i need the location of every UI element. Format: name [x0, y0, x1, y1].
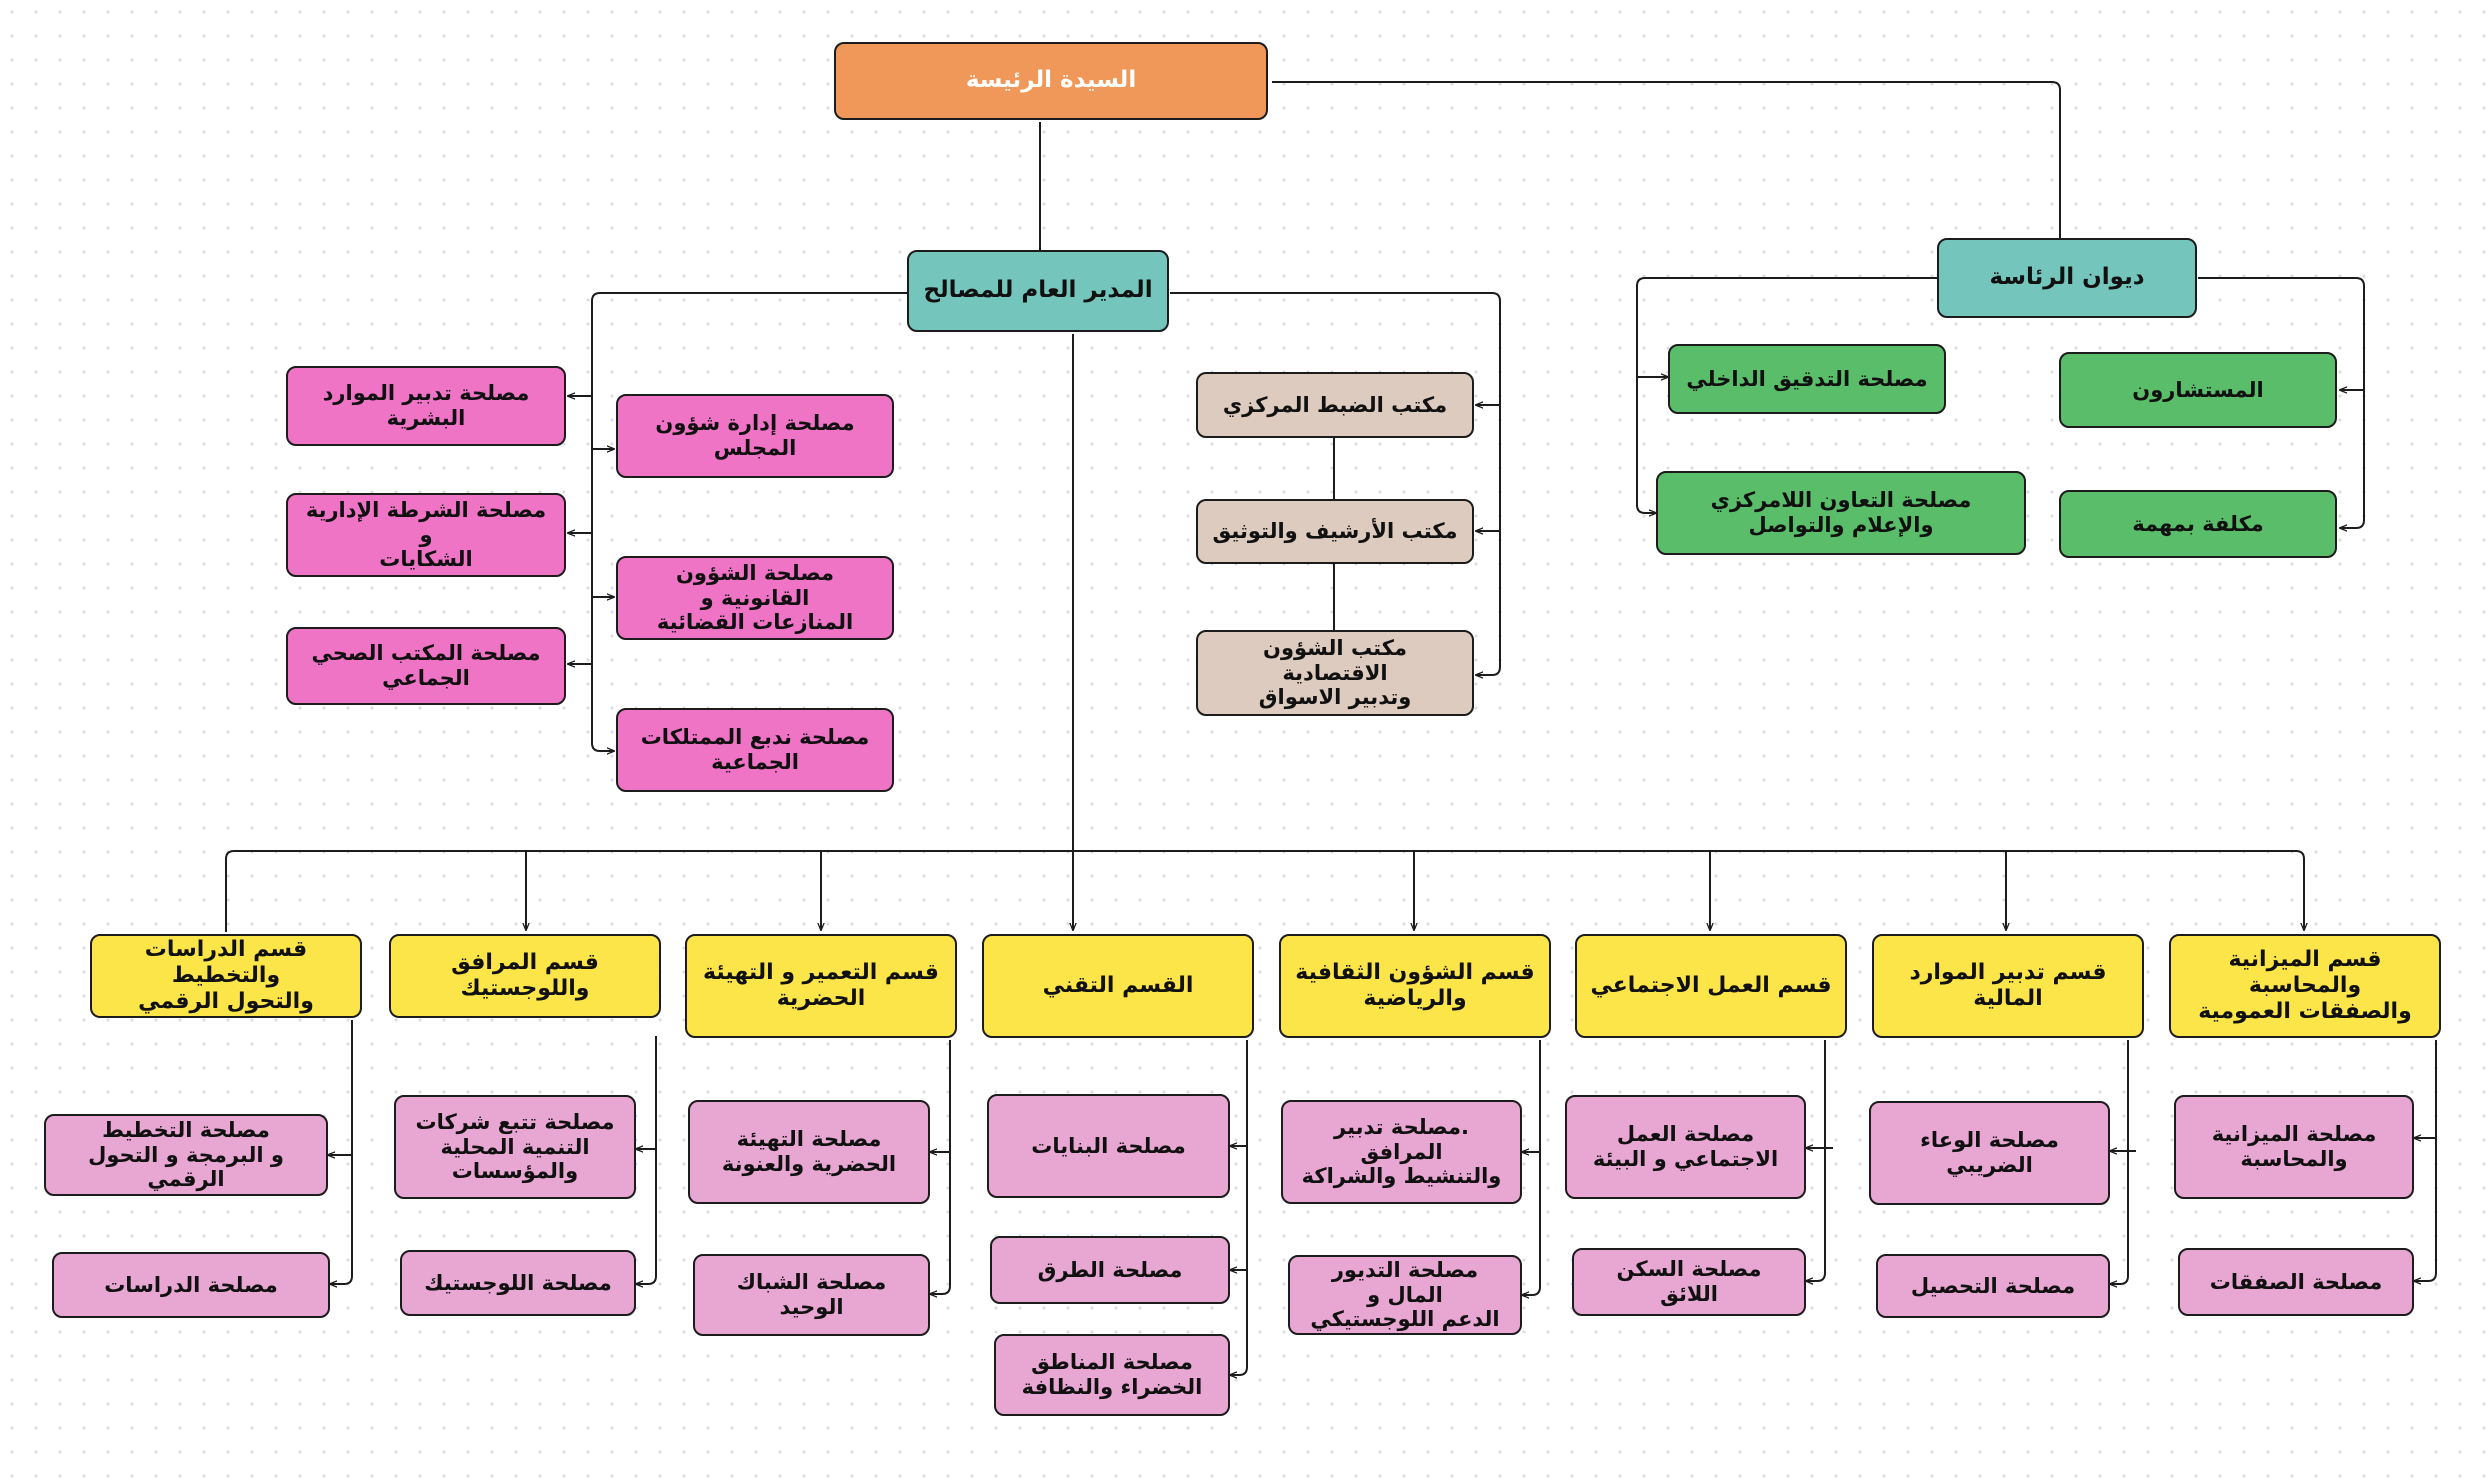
director-box[interactable]: المدير العام للمصالح [907, 250, 1169, 332]
decentralized-cooperation-box[interactable]: مصلحة التعاون اللامركزي والإعلام والتواص… [1656, 471, 2026, 555]
financial-department-box[interactable]: قسم تدبير الموارد المالية [1872, 934, 2144, 1038]
single-window-service-box[interactable]: مصلحة الشباك الوحيد [693, 1254, 930, 1336]
legal-affairs-service-box[interactable]: مصلحة الشؤون القانونية و المنازعات القضا… [616, 556, 894, 640]
technical-department-box[interactable]: القسم التقني [982, 934, 1254, 1038]
collection-service-box[interactable]: مصلحة التحصيل [1876, 1254, 2110, 1318]
advisors-box[interactable]: المستشارون [2059, 352, 2337, 428]
connector-presidency-left [1636, 277, 1940, 513]
health-office-service-box[interactable]: مصلحة المكتب الصحي الجماعي [286, 627, 566, 705]
urban-planning-service-box[interactable]: مصلحة التهيئة الحضرية والعنونة [688, 1100, 930, 1204]
studies-department-box[interactable]: قسم الدراسات والتخطيط والتحول الرقمي [90, 934, 362, 1018]
housing-service-box[interactable]: مصلحة السكن اللائق [1572, 1248, 1806, 1316]
internal-audit-box[interactable]: مصلحة التدقيق الداخلي [1668, 344, 1946, 414]
connector-facilities-services [636, 1036, 657, 1284]
human-resources-service-box[interactable]: مصلحة تدبير الموارد البشرية [286, 366, 566, 446]
urbanism-department-box[interactable]: قسم التعمير و التهيئة الحضرية [685, 934, 957, 1038]
connector-root-presidency [1272, 81, 2061, 238]
connector-budget-services [2414, 1040, 2437, 1281]
economic-affairs-office-box[interactable]: مكتب الشؤون الاقتصادية وتدبير الاسواق [1196, 630, 1474, 716]
connector-dept-bus [225, 850, 2304, 930]
central-control-office-box[interactable]: مكتب الضبط المركزي [1196, 372, 1474, 438]
cultural-department-box[interactable]: قسم الشؤون الثقافية والرياضية [1279, 934, 1551, 1038]
social-environment-service-box[interactable]: مصلحة العمل الاجتماعي و البيئة [1565, 1095, 1806, 1199]
buildings-service-box[interactable]: مصلحة البنايات [987, 1094, 1230, 1198]
logistics-service-box[interactable]: مصلحة اللوجستيك [400, 1250, 636, 1316]
roads-service-box[interactable]: مصلحة الطرق [990, 1236, 1230, 1304]
council-affairs-service-box[interactable]: مصلحة إدارة شؤون المجلس [616, 394, 894, 478]
connector-urbanism-services [930, 1040, 951, 1294]
local-companies-service-box[interactable]: مصلحة تتبع شركات التنمية المحلية والمؤسس… [394, 1095, 636, 1199]
connector-director-services [591, 292, 908, 751]
connector-cultural-services [1522, 1040, 1541, 1295]
facilities-department-box[interactable]: قسم المرافق واللوجستيك [389, 934, 661, 1018]
presidency-box[interactable]: ديوان الرئاسة [1937, 238, 2197, 318]
procurement-service-box[interactable]: مصلحة الصفقات [2178, 1248, 2414, 1316]
facilities-animation-service-box[interactable]: .مصلحة تدبير المرافق والتنشيط والشراكة [1281, 1100, 1522, 1204]
logistics-support-service-box[interactable]: مصلحة التديور المال و الدعم اللوجستيكي [1288, 1255, 1522, 1335]
budget-department-box[interactable]: قسم الميزانية والمحاسبة والصفقات العمومي… [2169, 934, 2441, 1038]
connector-technical-services [1230, 1040, 1248, 1375]
tax-base-service-box[interactable]: مصلحة الوعاء الضريبي [1869, 1101, 2110, 1205]
green-spaces-service-box[interactable]: مصلحة المناطق الخضراء والنظافة [994, 1334, 1230, 1416]
collective-property-service-box[interactable]: مصلحة ندبع الممتلكات الجماعية [616, 708, 894, 792]
connector-social-services [1806, 1040, 1826, 1281]
root-box[interactable]: السيدة الرئيسة [834, 42, 1268, 120]
social-department-box[interactable]: قسم العمل الاجتماعي [1575, 934, 1847, 1038]
connector-studies-services [330, 1020, 353, 1284]
studies-service-box[interactable]: مصلحة الدراسات [52, 1252, 330, 1318]
connector-director-offices [1170, 292, 1501, 675]
connector-financial-services [2110, 1040, 2129, 1284]
admin-police-service-box[interactable]: مصلحة الشرطة الإدارية و الشكايات [286, 493, 566, 577]
budget-accounting-service-box[interactable]: مصلحة الميزانية والمحاسبة [2174, 1095, 2414, 1199]
connector-presidency-right [2198, 277, 2365, 528]
planning-digital-service-box[interactable]: مصلحة التخطيط و البرمجة و التحول الرقمي [44, 1114, 328, 1196]
mission-officer-box[interactable]: مكلفة بمهمة [2059, 490, 2337, 558]
archive-office-box[interactable]: مكتب الأرشيف والتوثيق [1196, 499, 1474, 564]
